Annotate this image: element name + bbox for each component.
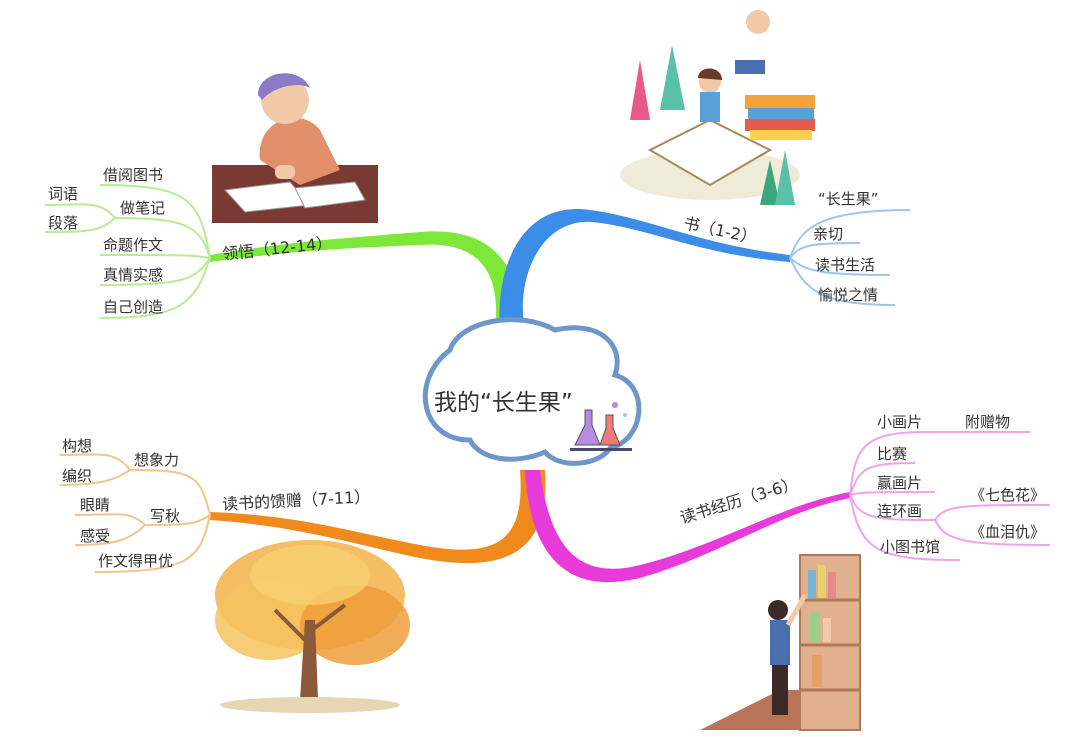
- gifts-item: 写秋: [150, 507, 181, 525]
- gains-item: 真情实感: [103, 266, 164, 284]
- gains-item: 借阅图书: [103, 166, 164, 184]
- flask-icon: [570, 402, 632, 451]
- gifts-subitem: 编织: [62, 467, 93, 485]
- exp-item: 连环画: [877, 502, 923, 520]
- gains-subitem: 词语: [48, 185, 79, 203]
- gains-item: 做笔记: [120, 199, 166, 217]
- book-item: 读书生活: [815, 256, 876, 274]
- exp-subitem: 附赠物: [965, 413, 1011, 431]
- gifts-item: 作文得甲优: [98, 552, 174, 570]
- gifts-item: 想象力: [134, 451, 180, 469]
- reading-kids-illustration: [620, 10, 815, 205]
- gains-item: 自己创造: [103, 298, 164, 316]
- gifts-subitem: 感受: [80, 527, 111, 545]
- gifts-subitem: 构想: [62, 437, 93, 455]
- exp-item: 小图书馆: [880, 538, 941, 556]
- book-item: 亲切: [813, 225, 844, 243]
- exp-item: 小画片: [877, 413, 923, 431]
- autumn-tree-illustration: [215, 540, 410, 713]
- gains-subitem: 段落: [48, 214, 79, 232]
- bookshelf-girl-illustration: [700, 554, 861, 731]
- exp-subitem: 《血泪仇》: [970, 523, 1046, 541]
- book-item: 愉悦之情: [818, 286, 879, 304]
- center-title: 我的“长生果”: [434, 390, 573, 416]
- gains-sub-lines: [44, 184, 211, 319]
- branch-gifts-line: [210, 470, 546, 564]
- gifts-sub-lines: [59, 453, 211, 573]
- gifts-subitem: 眼睛: [80, 496, 111, 514]
- book-item: “长生果”: [818, 190, 879, 208]
- exp-subitem: 《七色花》: [970, 486, 1046, 504]
- writing-boy-illustration: [212, 73, 378, 223]
- exp-item: 赢画片: [877, 474, 923, 492]
- exp-item: 比赛: [877, 445, 908, 463]
- branch-exp-line: [525, 470, 850, 583]
- gains-item: 命题作文: [103, 236, 164, 254]
- book-sub-lines: [789, 209, 911, 306]
- exp-sub-lines: [849, 430, 1051, 561]
